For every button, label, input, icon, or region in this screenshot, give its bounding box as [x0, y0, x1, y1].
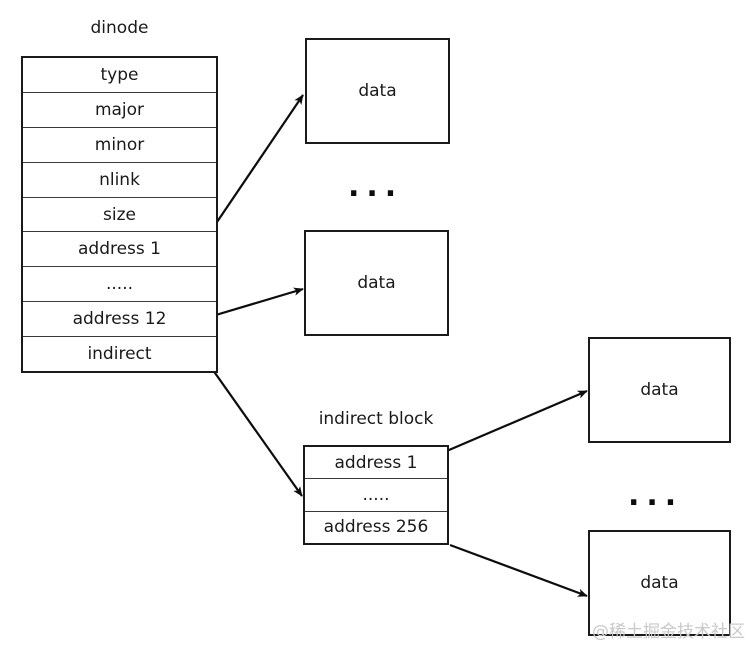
indirect-row-address-1[interactable]: address 1 [305, 447, 447, 480]
dinode-row-nlink[interactable]: nlink [23, 163, 216, 198]
dinode-row-ellipsis: ..... [23, 267, 216, 303]
dinode-row-indirect[interactable]: indirect [87, 344, 152, 365]
dinode-row-address-12[interactable]: address 12 [23, 302, 216, 338]
data-block-direct-1[interactable]: data [305, 38, 450, 144]
dinode-row-major[interactable]: major [23, 93, 216, 128]
arrow-indirect-address256-to-data [449, 543, 588, 598]
watermark-text: @稀土掘金技术社区 [592, 622, 745, 642]
data-block-indirect-1[interactable]: data [588, 337, 731, 443]
data-block-indirect-256[interactable]: data [588, 530, 731, 636]
arrow-indirect-address1-to-data [427, 389, 588, 461]
dinode-row-size[interactable]: size [23, 198, 216, 233]
arrow-indirect-to-indirect-block [202, 355, 303, 497]
dinode-row-type[interactable]: type [23, 58, 216, 93]
indirect-blocks-ellipsis: ... [628, 478, 684, 513]
indirect-block-title: indirect block [318, 409, 434, 429]
dinode-table: type major minor nlink size address 1 ..… [21, 56, 218, 373]
direct-blocks-ellipsis: ... [348, 169, 404, 204]
indirect-row-address-256[interactable]: address 256 [323, 517, 429, 538]
indirect-row-ellipsis: ..... [305, 479, 447, 512]
data-block-direct-12[interactable]: data [304, 230, 449, 336]
dinode-row-address-1[interactable]: address 1 [23, 232, 216, 268]
indirect-block-table: address 1 ..... address 256 [303, 445, 449, 545]
dinode-row-minor[interactable]: minor [23, 128, 216, 163]
dinode-title: dinode [90, 18, 149, 38]
